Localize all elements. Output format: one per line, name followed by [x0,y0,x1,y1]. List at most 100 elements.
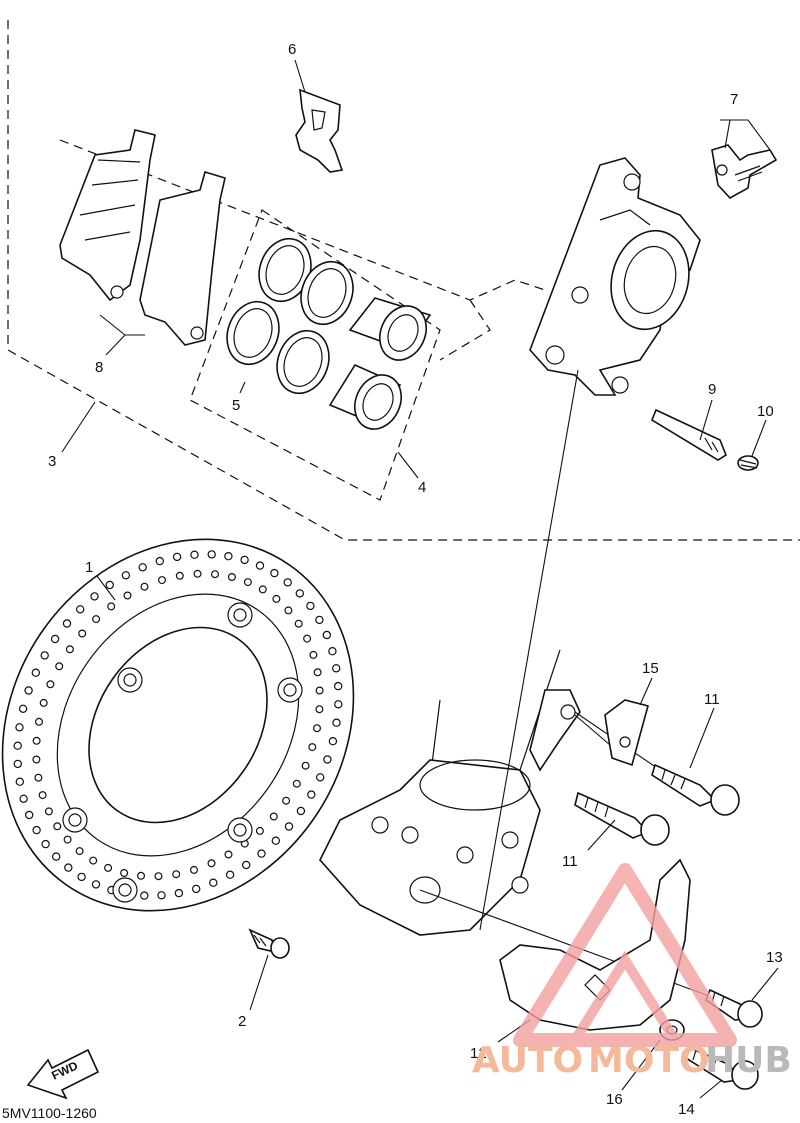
front-fork-leg [319,649,581,936]
vent-hole [25,810,34,820]
callout-labels: 1 2 3 4 5 6 7 8 9 10 11 11 12 13 14 15 1… [48,41,783,1118]
vent-hole [190,550,199,559]
vent-hole [301,761,310,770]
group-outline-3 [7,20,800,541]
vent-hole [227,572,236,581]
vent-hole [284,822,294,831]
vent-hole [40,651,49,660]
plug [737,455,759,471]
vent-hole [34,773,43,782]
seal-ring [258,237,312,303]
caliper-bolt [651,763,740,816]
vent-hole [41,839,50,849]
vent-hole [209,878,218,887]
assembly-line [479,369,579,931]
vent-hole [15,723,24,732]
callout-10: 10 [757,403,774,420]
vent-hole [240,555,249,565]
vent-hole [46,680,55,689]
watermark-hub: HUB [705,1040,792,1081]
vent-hole [255,561,265,570]
vent-hole [332,664,341,673]
vent-hole [75,847,84,856]
vent-hole [18,704,28,714]
vent-hole [295,589,304,598]
vent-hole [334,681,343,691]
vent-hole [328,647,337,656]
vent-hole [334,700,343,709]
cover-bolt [705,988,763,1028]
vent-hole [323,755,332,764]
callout-2: 2 [238,1013,246,1030]
brake-pad [59,129,156,302]
vent-hole [140,582,149,591]
callout-11a: 11 [704,691,720,708]
watermark-logo [513,863,737,1047]
callout-7: 7 [730,91,738,108]
vent-hole [191,884,201,894]
piston [348,297,432,361]
vent-hole [92,615,101,624]
caliper-bolt [574,791,670,846]
vent-hole [193,569,202,578]
vent-hole [224,850,233,859]
vent-hole [207,859,216,868]
brake-disc [1,538,355,912]
callout-13: 13 [766,949,783,966]
brake-caliper [529,157,701,396]
vent-hole [257,849,266,858]
disc-vent-holes [13,550,343,900]
disc-bolt [248,928,290,959]
vent-hole [282,796,291,805]
leader-lines [61,59,779,1099]
vent-hole [303,634,312,643]
pad-pin [651,408,727,461]
callout-6: 6 [288,41,296,58]
seal-ring [226,300,280,366]
vent-hole [52,852,61,861]
vent-hole [78,629,87,638]
vent-hole [332,718,341,727]
vent-hole [24,686,33,695]
vent-hole [284,606,293,615]
callout-16: 16 [606,1091,623,1108]
seal-ring [300,260,354,326]
vent-hole [138,563,147,572]
vent-hole [155,556,164,566]
vent-hole [104,863,113,872]
bleed-screw [711,144,778,200]
pad-spring [295,88,344,173]
vent-hole [121,571,131,580]
vent-hole [313,668,322,677]
vent-hole [315,686,324,695]
vent-hole [315,705,324,714]
vent-hole [65,645,74,654]
vent-hole [13,759,22,769]
vent-hole [64,863,73,872]
vent-hole [44,807,53,816]
vent-hole [296,806,306,816]
vent-hole [32,825,41,835]
vent-hole [307,790,316,799]
callout-15: 15 [642,660,659,677]
callout-1: 1 [85,559,93,576]
callout-11b: 11 [562,853,578,870]
vent-hole [174,888,184,898]
vent-hole [241,860,251,870]
callout-9: 9 [708,381,716,398]
vent-hole [123,591,132,600]
watermark-auto: AUTO [472,1040,583,1081]
vent-hole [157,891,166,900]
vent-hole [158,576,167,585]
vent-hole [190,865,199,874]
vent-hole [270,568,279,578]
brake-pad [139,170,226,346]
fwd-arrow: FWD [26,1048,100,1100]
vent-hole [77,872,86,882]
cover-bolt [685,1046,759,1090]
watermark-text: AUTO MOTO HUB [472,1040,792,1081]
vent-hole [328,737,338,746]
vent-hole [308,743,317,752]
vent-hole [34,717,43,726]
